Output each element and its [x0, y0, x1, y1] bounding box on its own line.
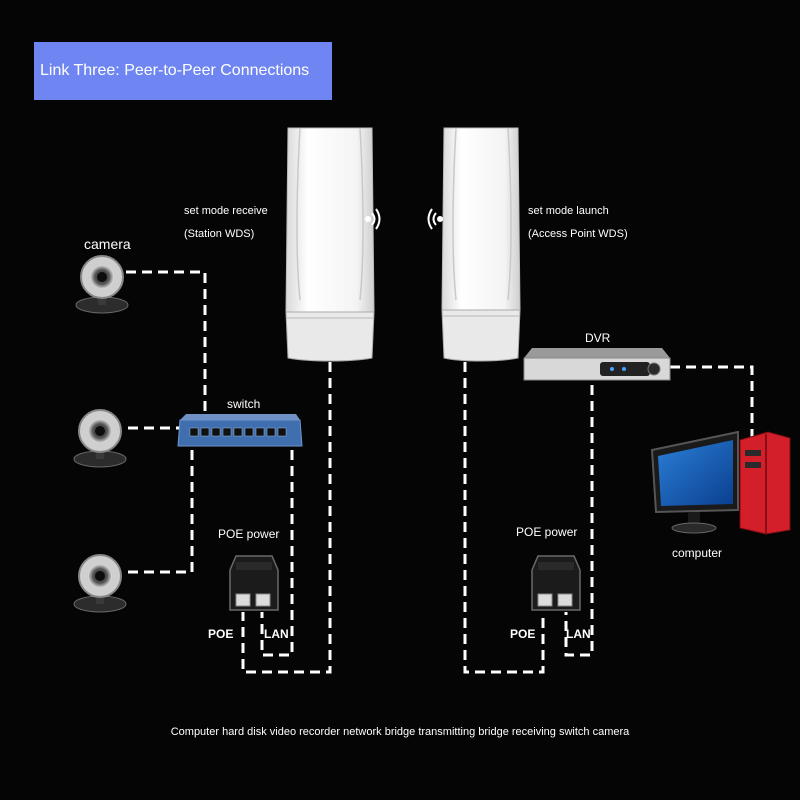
- caption-camera: camera: [84, 236, 131, 252]
- link-camera1-switch: [126, 270, 207, 418]
- label-cpe-left-mode: set mode receive: [184, 205, 268, 217]
- cpe-left-device: [285, 127, 375, 362]
- link-switch-lan-left: [260, 450, 294, 657]
- link-dvr-lan-right: [564, 385, 594, 657]
- cpe-right-device: [441, 127, 521, 362]
- label-dvr: DVR: [585, 331, 611, 345]
- label-poe-power-right: POE power: [516, 525, 577, 539]
- poe-injector-left: [229, 555, 279, 611]
- label-poe-port-right: POE: [510, 627, 535, 641]
- label-switch: switch: [227, 397, 260, 411]
- label-cpe-right-wds: (Access Point WDS): [528, 228, 628, 240]
- diagram-caption: Computer hard disk video recorder networ…: [170, 726, 630, 738]
- label-cpe-right-mode: set mode launch: [528, 205, 609, 217]
- poe-injector-right: [531, 555, 581, 611]
- link-cpe-left-poe: [241, 362, 332, 674]
- wireless-signal-icon: [365, 208, 381, 230]
- webcam-icon: [75, 255, 129, 314]
- computer-icon: [650, 430, 791, 535]
- webcam-icon: [73, 409, 127, 468]
- diagram-title: Link Three: Peer-to-Peer Connections: [40, 62, 310, 79]
- wireless-signal-icon: [427, 208, 443, 230]
- link-lines: [126, 270, 754, 674]
- label-poe-port-left: POE: [208, 627, 233, 641]
- dvr-device: [523, 348, 671, 381]
- switch-device: [177, 414, 303, 447]
- label-lan-port-left: LAN: [264, 627, 289, 641]
- label-computer: computer: [672, 546, 722, 560]
- label-cpe-left-wds: (Station WDS): [184, 228, 254, 240]
- link-camera3-switch: [128, 448, 194, 574]
- link-cpe-right-poe: [463, 362, 545, 674]
- label-poe-power-left: POE power: [218, 527, 279, 541]
- label-lan-port-right: LAN: [566, 627, 591, 641]
- link-dvr-computer: [670, 365, 754, 440]
- title-banner: [34, 42, 332, 100]
- webcam-icon: [73, 554, 127, 613]
